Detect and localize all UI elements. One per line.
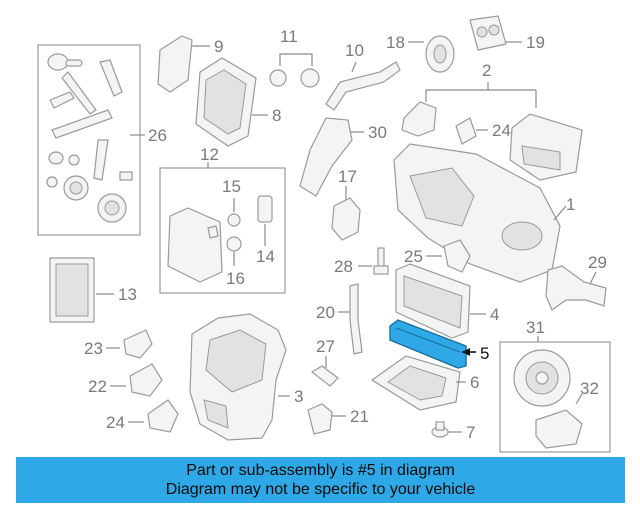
callout-25: 25 bbox=[404, 247, 423, 266]
callout-18: 18 bbox=[386, 33, 405, 52]
callout-5: 5 bbox=[480, 344, 489, 363]
callout-22: 22 bbox=[88, 377, 107, 396]
callout-30: 30 bbox=[368, 123, 387, 142]
callout-24-lower: 24 bbox=[106, 413, 125, 432]
arrow-icon bbox=[462, 348, 470, 356]
part-18-seal bbox=[425, 35, 455, 73]
callout-6: 6 bbox=[470, 373, 479, 392]
part-2-duct-left bbox=[401, 101, 437, 137]
callout-23: 23 bbox=[84, 339, 103, 358]
part-23-clip bbox=[123, 329, 153, 359]
part-27-clip bbox=[310, 365, 339, 387]
group-box-31 bbox=[499, 341, 611, 453]
part-12-core bbox=[167, 207, 223, 283]
banner-line-2: Diagram may not be specific to your vehi… bbox=[165, 481, 476, 498]
part-24-clip-upper bbox=[455, 117, 477, 145]
callout-7: 7 bbox=[466, 423, 475, 442]
callout-20: 20 bbox=[316, 303, 335, 322]
callout-16: 16 bbox=[226, 269, 245, 288]
callout-24-upper: 24 bbox=[492, 121, 511, 140]
part-17-actuator bbox=[331, 197, 361, 241]
part-6-tray bbox=[370, 355, 461, 411]
part-26-linkage bbox=[46, 53, 133, 223]
part-10-pipe bbox=[325, 61, 401, 111]
callout-8: 8 bbox=[272, 106, 281, 125]
part-16-oring bbox=[226, 236, 242, 252]
banner-line-1: Part or sub-assembly is #5 in diagram bbox=[186, 462, 455, 479]
callout-32: 32 bbox=[580, 379, 599, 398]
part-2-duct-right bbox=[509, 113, 583, 181]
callout-9: 9 bbox=[214, 37, 223, 56]
part-1-heater-housing bbox=[393, 143, 561, 283]
part-20-hose bbox=[349, 283, 363, 355]
part-25-sensor bbox=[443, 239, 471, 273]
part-19-seal bbox=[469, 15, 507, 51]
part-11-orings bbox=[269, 68, 320, 88]
part-9-bracket bbox=[157, 35, 193, 93]
callout-10: 10 bbox=[345, 41, 364, 60]
callout-1: 1 bbox=[566, 195, 575, 214]
callout-17: 17 bbox=[338, 167, 357, 186]
callout-27: 27 bbox=[316, 337, 335, 356]
part-30-bracket bbox=[299, 117, 353, 197]
group-box-12 bbox=[159, 167, 286, 294]
callout-14: 14 bbox=[256, 247, 275, 266]
part-24-clip-lower bbox=[147, 399, 179, 433]
part-7-grommet bbox=[431, 421, 449, 438]
callout-2: 2 bbox=[482, 61, 491, 80]
callout-4: 4 bbox=[490, 305, 499, 324]
callout-29: 29 bbox=[588, 253, 607, 272]
part-13-filter bbox=[49, 257, 95, 323]
part-29-bracket bbox=[545, 265, 607, 311]
part-28-screw bbox=[373, 247, 389, 275]
callout-11: 11 bbox=[280, 27, 298, 46]
callout-19: 19 bbox=[526, 33, 545, 52]
callout-15: 15 bbox=[222, 177, 241, 196]
part-3-housing bbox=[189, 313, 287, 441]
part-4-filter bbox=[395, 263, 471, 339]
parts-diagram: 26 13 9 8 11 10 18 19 2 bbox=[37, 15, 611, 453]
group-box-26 bbox=[37, 44, 141, 236]
callout-3: 3 bbox=[294, 387, 303, 406]
callout-31: 31 bbox=[526, 318, 545, 337]
callout-26: 26 bbox=[148, 126, 167, 145]
part-21-sensor bbox=[307, 403, 333, 435]
part-31-blower-motor bbox=[513, 349, 571, 407]
part-8-evaporator bbox=[195, 57, 257, 147]
callout-12: 12 bbox=[200, 145, 219, 164]
callout-21: 21 bbox=[350, 407, 369, 426]
part-14-valve bbox=[257, 195, 273, 223]
part-15-oring bbox=[227, 213, 241, 227]
callout-28: 28 bbox=[334, 257, 353, 276]
part-22-clip bbox=[129, 363, 163, 397]
part-5-highlighted bbox=[389, 319, 467, 369]
info-banner: Part or sub-assembly is #5 in diagram Di… bbox=[16, 457, 625, 503]
part-32-resistor bbox=[535, 409, 583, 449]
callout-13: 13 bbox=[118, 285, 137, 304]
